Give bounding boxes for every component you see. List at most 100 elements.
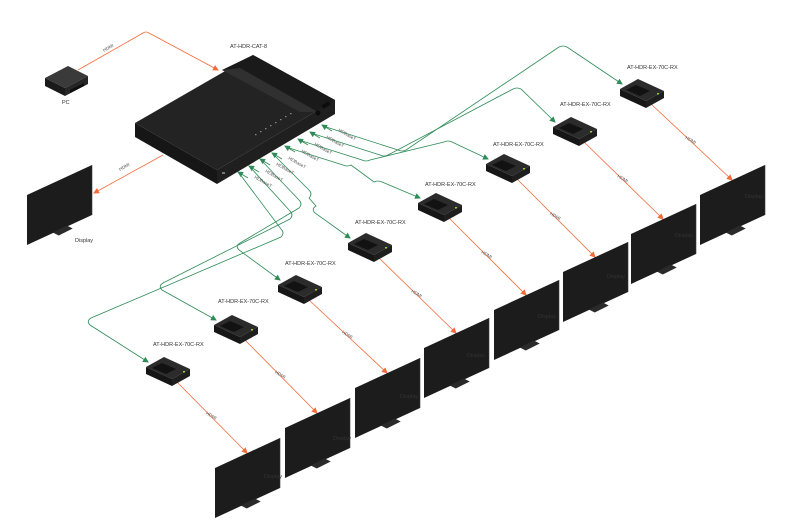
receiver-left-face <box>278 285 304 304</box>
switcher-ridge <box>222 68 318 112</box>
receiver-led <box>183 371 185 373</box>
display-stand <box>380 418 401 429</box>
hdbaset-cable-3 <box>236 159 302 281</box>
hdbaset-cable-5 <box>285 146 421 199</box>
receiver-led <box>315 289 317 291</box>
receiver-6 <box>486 154 530 183</box>
hdbaset-port-arrow-7 <box>309 131 321 139</box>
display-6-label: Display <box>607 274 625 280</box>
hdbaset-label-5: HDBaseT <box>301 149 321 163</box>
hdmi-cable-rx-3 <box>307 298 388 374</box>
display-2 <box>285 398 351 478</box>
receiver-left-face <box>553 127 579 146</box>
receiver-left-face <box>146 367 172 386</box>
receiver-left-face <box>348 243 374 262</box>
switcher-led <box>265 128 267 130</box>
hdmi-cable-rx-6 <box>515 177 596 258</box>
receiver-led <box>657 93 659 95</box>
display-5-label: Display <box>538 314 556 320</box>
hdbaset-port-arrow-5 <box>284 145 296 153</box>
switcher-device <box>135 55 335 184</box>
hdmi-cable-rx-1 <box>175 380 248 454</box>
display-stand <box>519 340 540 351</box>
switcher-led <box>260 131 262 133</box>
hdbaset-port-arrow-1 <box>237 171 249 179</box>
display-stand <box>449 378 470 389</box>
display-8 <box>700 165 766 245</box>
receiver-label-4: AT-HDR-EX-70C-RX <box>355 220 406 226</box>
receiver-front-face <box>304 287 322 304</box>
hdbaset-label-1: HDBaseT <box>254 175 274 189</box>
receiver-left-face <box>214 325 240 344</box>
switcher-led <box>255 134 257 136</box>
display-panel <box>563 242 628 322</box>
hdbaset-cable-6 <box>298 139 489 162</box>
hdmi-label-rx-5: HDMI <box>481 250 493 260</box>
receiver-top-recess <box>492 160 516 171</box>
receiver-label-1: AT-HDR-EX-70C-RX <box>153 342 204 348</box>
receiver-front-face <box>374 245 392 262</box>
display-stand <box>588 302 609 313</box>
receiver-front-face <box>172 369 190 386</box>
hdbaset-port-arrow-6 <box>297 138 309 146</box>
hdmi-label-rx-3: HDMI <box>341 330 353 340</box>
receiver-7 <box>553 117 597 146</box>
local-display <box>27 165 93 245</box>
receiver-label-5: AT-HDR-EX-70C-RX <box>425 182 476 188</box>
switcher-led <box>270 125 272 127</box>
hdbaset-port-arrow-2 <box>248 165 260 173</box>
hdbaset-label-8: HDBaseT <box>338 128 358 142</box>
display-2-label: Display <box>333 436 351 442</box>
receiver-top-recess <box>220 321 244 332</box>
display-panel <box>27 165 92 245</box>
receiver-label-2: AT-HDR-EX-70C-RX <box>218 299 269 305</box>
hdbaset-cable-2 <box>159 166 293 321</box>
receiver-left-face <box>418 203 444 222</box>
display-panel <box>215 438 280 518</box>
receiver-left-face <box>486 164 512 183</box>
hdmi-cable-rx-8 <box>649 102 733 181</box>
hdmi-cable-rx-7 <box>582 140 664 220</box>
receiver-led <box>251 329 253 331</box>
hdbaset-port-arrow-8 <box>321 124 333 132</box>
receiver-top-recess <box>284 281 308 292</box>
display-6 <box>563 242 629 322</box>
pc-port <box>70 83 84 93</box>
receiver-label-3: AT-HDR-EX-70C-RX <box>285 261 336 267</box>
receiver-2 <box>214 315 258 344</box>
hdbaset-cable-7 <box>310 87 556 157</box>
receiver-front-face <box>444 205 462 222</box>
switcher-port <box>321 101 331 109</box>
switcher-led <box>290 113 292 115</box>
local-display-label: Display <box>75 238 93 244</box>
switcher-led <box>280 119 282 121</box>
display-3-label: Display <box>400 394 418 400</box>
hdmi-label-rx-4: HDMI <box>411 289 423 299</box>
receiver-left-face <box>620 89 646 108</box>
receiver-led <box>590 131 592 133</box>
hdbaset-label-3: HDBaseT <box>276 162 296 176</box>
display-panel <box>285 398 350 478</box>
hdmi-cable-rx-4 <box>377 256 457 334</box>
switcher-label: AT-HDR-CAT-8 <box>230 44 267 50</box>
receiver-label-7: AT-HDR-EX-70C-RX <box>560 102 611 108</box>
devices-layer <box>27 55 766 518</box>
switcher-led <box>275 122 277 124</box>
pc-top <box>45 66 88 88</box>
hdbaset-label-6: HDBaseT <box>314 142 334 156</box>
display-stand <box>240 498 261 509</box>
display-1 <box>215 438 281 518</box>
receiver-front-face <box>240 327 258 344</box>
display-4 <box>424 318 490 398</box>
hdmi-label-rx-6: HDMI <box>549 211 561 221</box>
receiver-4 <box>348 233 392 262</box>
receiver-8 <box>620 79 664 108</box>
hdmi-cable-pc <box>77 31 219 71</box>
display-stand <box>725 225 746 236</box>
hdbaset-port-arrow-4 <box>271 152 283 160</box>
display-1-label: Display <box>264 474 282 480</box>
hdbaset-cable-1 <box>87 172 284 363</box>
display-4-label: Display <box>467 353 485 359</box>
receiver-3 <box>278 275 322 304</box>
